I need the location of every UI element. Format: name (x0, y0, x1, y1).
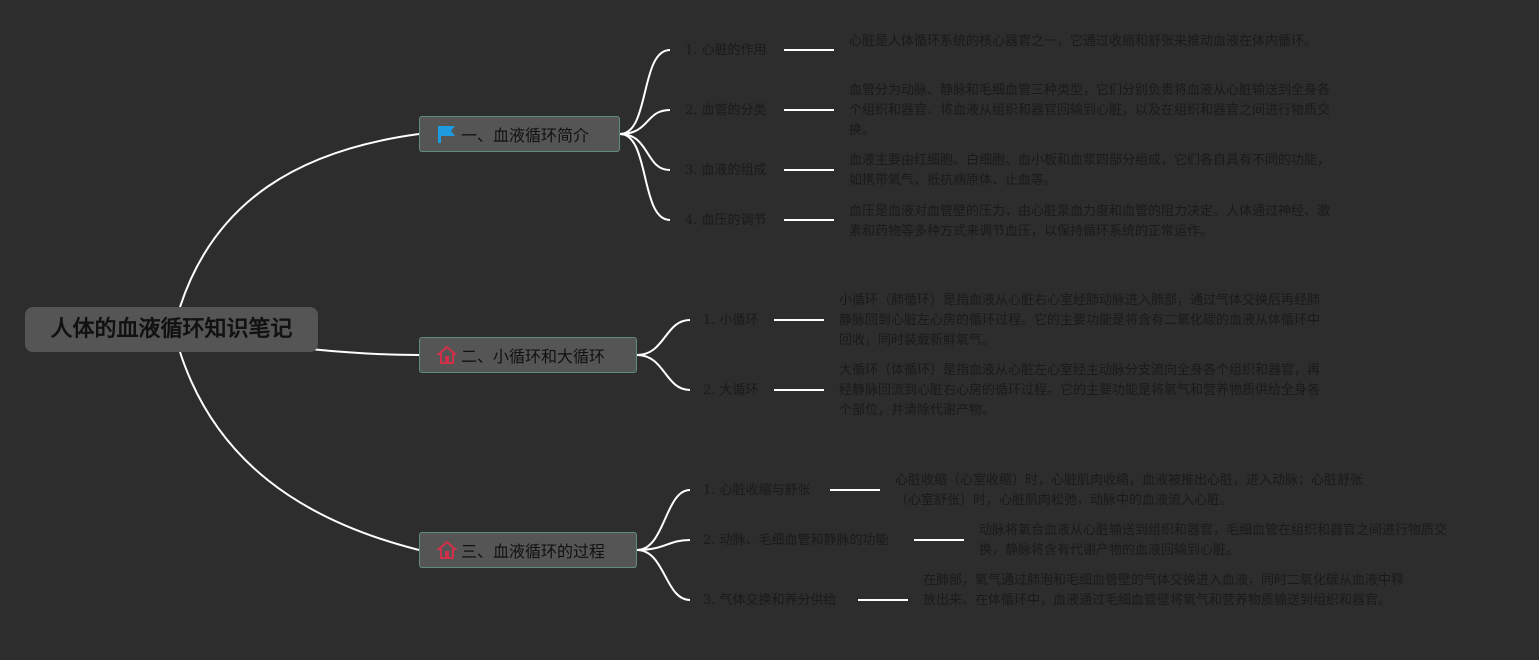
subtopic-blood-composition[interactable]: 3. 血液的组成 (685, 163, 767, 178)
branch-1-to-sub-2-line (619, 109, 671, 135)
description-vessel-types: 血管分为动脉、静脉和毛细血管三种类型，它们分别负责将血液从心脏输送到全身各个组织… (849, 83, 1331, 138)
branch-2-to-sub-2-line (636, 354, 691, 391)
subtopic-gas-exchange[interactable]: 3. 气体交换和养分供给 (703, 593, 837, 608)
branch-2-to-sub-1-line (636, 319, 691, 356)
description-systemic-circulation: 大循环（体循环）是指血液从心脏左心室经主动脉分支流向全身各个组织和器官，再经静脉… (839, 363, 1321, 418)
subtopic-vessel-types[interactable]: 2. 血管的分类 (685, 103, 767, 118)
branch-label: 一、血液循环简介 (461, 126, 590, 145)
red-house-icon (437, 540, 457, 559)
description-pulmonary-circulation: 小循环（肺循环）是指血液从心脏右心室经肺动脉进入肺部，通过气体交换后再经肺静脉回… (839, 293, 1321, 348)
root-to-branch-2-line (309, 348, 420, 356)
branch-1-to-sub-1-line (619, 49, 671, 135)
branch-3-to-sub-3-line (636, 549, 691, 601)
description-heart-contraction: 心脏收缩（心室收缩）时，心脏肌肉收缩，血液被推出心脏，进入动脉；心脏舒张（心室舒… (895, 473, 1364, 508)
branch-3-to-sub-1-line (636, 489, 691, 551)
description-blood-pressure: 血压是血液对血管壁的压力，由心脏泵血力度和血管的阻力决定。人体通过神经、激素和药… (849, 204, 1331, 239)
branch-node-circulation-intro[interactable]: 一、血液循环简介 (419, 116, 620, 152)
root-node[interactable]: 人体的血液循环知识笔记 (25, 307, 318, 352)
branch-node-small-large-circulation[interactable]: 二、小循环和大循环 (419, 337, 637, 373)
root-to-branch-1-line (179, 133, 420, 308)
description-gas-exchange: 在肺部，氧气通过肺泡和毛细血管壁的气体交换进入血液，同时二氧化碳从血液中释放出来… (923, 573, 1405, 608)
subtopic-systemic-circulation[interactable]: 2. 大循环 (703, 383, 759, 398)
subtopic-pulmonary-circulation[interactable]: 1. 小循环 (703, 313, 759, 328)
branch-label: 三、血液循环的过程 (461, 542, 606, 561)
description-blood-composition: 血液主要由红细胞、白细胞、血小板和血浆四部分组成，它们各自具有不同的功能，如携带… (849, 153, 1331, 188)
red-house-icon (437, 345, 457, 364)
subtopic-blood-pressure[interactable]: 4. 血压的调节 (685, 213, 767, 228)
subtopic-vessel-functions[interactable]: 2. 动脉、毛细血管和静脉的功能 (703, 533, 889, 548)
branch-node-circulation-process[interactable]: 三、血液循环的过程 (419, 532, 637, 568)
subtopic-heart-contraction[interactable]: 1. 心脏收缩与舒张 (703, 483, 811, 498)
blue-flag-icon (438, 126, 455, 143)
branch-1-to-sub-3-line (619, 133, 671, 171)
root-to-branch-3-line (179, 351, 420, 551)
branch-1-to-sub-4-line (619, 133, 671, 221)
description-vessel-functions: 动脉将氧合血液从心脏输送到组织和器官，毛细血管在组织和器官之间进行物质交换，静脉… (979, 523, 1448, 558)
subtopic-heart-function[interactable]: 1. 心脏的作用 (685, 43, 767, 58)
description-heart-function: 心脏是人体循环系统的核心器官之一，它通过收缩和舒张来推动血液在体内循环。 (849, 34, 1318, 49)
branch-label: 二、小循环和大循环 (461, 347, 606, 366)
branch-3-to-sub-2-line (636, 539, 691, 551)
